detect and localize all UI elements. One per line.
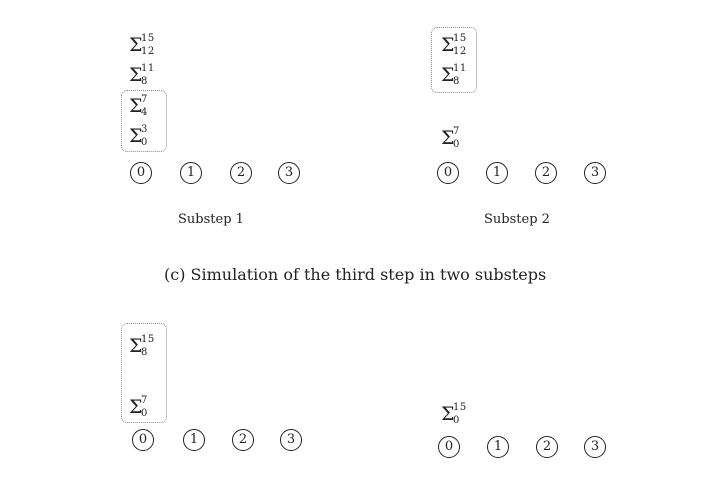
processor-node: 2 bbox=[230, 162, 252, 184]
sum-upper: 3 bbox=[141, 124, 148, 135]
processor-node: 2 bbox=[536, 436, 558, 458]
processor-node: 0 bbox=[438, 436, 460, 458]
sum-upper: 7 bbox=[141, 395, 148, 406]
group-box-sums bbox=[121, 323, 167, 423]
processor-node: 0 bbox=[132, 429, 154, 451]
sigma-symbol: Σ bbox=[441, 64, 455, 86]
processor-node: 2 bbox=[232, 429, 254, 451]
substep-label: Substep 2 bbox=[484, 212, 550, 227]
sum-upper: 15 bbox=[141, 33, 155, 44]
group-box-upper-sums bbox=[431, 27, 477, 93]
processor-node: 1 bbox=[487, 436, 509, 458]
sigma-symbol: Σ bbox=[441, 403, 455, 425]
processor-node: 1 bbox=[183, 429, 205, 451]
sum-upper: 7 bbox=[141, 94, 148, 105]
processor-node: 0 bbox=[130, 162, 152, 184]
sigma-symbol: Σ bbox=[129, 335, 143, 357]
sum-lower: 0 bbox=[141, 408, 148, 419]
sum-lower: 8 bbox=[141, 76, 148, 87]
sigma-symbol: Σ bbox=[129, 34, 143, 56]
group-box-lower-sums bbox=[121, 90, 167, 152]
sum-lower: 8 bbox=[141, 347, 148, 358]
sum-upper: 15 bbox=[453, 402, 467, 413]
sum-label: Σ 11 8 bbox=[129, 62, 154, 88]
processor-node: 3 bbox=[278, 162, 300, 184]
sigma-symbol: Σ bbox=[129, 64, 143, 86]
sum-lower: 8 bbox=[453, 76, 460, 87]
processor-node: 0 bbox=[437, 162, 459, 184]
substep-label: Substep 1 bbox=[178, 212, 244, 227]
processor-node: 3 bbox=[280, 429, 302, 451]
sigma-symbol: Σ bbox=[441, 34, 455, 56]
sigma-symbol: Σ bbox=[129, 95, 143, 117]
sum-lower: 0 bbox=[141, 137, 148, 148]
processor-node: 3 bbox=[584, 436, 606, 458]
sum-lower: 0 bbox=[453, 139, 460, 150]
processor-node: 1 bbox=[180, 162, 202, 184]
processor-node: 2 bbox=[535, 162, 557, 184]
processor-node: 1 bbox=[486, 162, 508, 184]
sum-label: Σ 3 0 bbox=[129, 123, 147, 149]
sum-upper: 7 bbox=[453, 126, 460, 137]
sigma-symbol: Σ bbox=[129, 125, 143, 147]
sigma-symbol: Σ bbox=[441, 127, 455, 149]
sum-label: Σ 15 12 bbox=[441, 32, 466, 58]
sum-label: Σ 7 0 bbox=[129, 394, 147, 420]
sum-lower: 12 bbox=[141, 46, 155, 57]
sum-label: Σ 15 8 bbox=[129, 333, 154, 359]
sum-label: Σ 15 12 bbox=[129, 32, 154, 58]
sum-upper: 15 bbox=[453, 33, 467, 44]
sum-lower: 0 bbox=[453, 415, 460, 426]
figure-caption: (c) Simulation of the third step in two … bbox=[164, 265, 547, 284]
sum-label: Σ 7 0 bbox=[441, 125, 459, 151]
sum-lower: 4 bbox=[141, 107, 148, 118]
sigma-symbol: Σ bbox=[129, 396, 143, 418]
sum-upper: 15 bbox=[141, 334, 155, 345]
sum-upper: 11 bbox=[453, 63, 467, 74]
sum-label: Σ 11 8 bbox=[441, 62, 466, 88]
sum-label: Σ 7 4 bbox=[129, 93, 147, 119]
sum-lower: 12 bbox=[453, 46, 467, 57]
sum-label: Σ 15 0 bbox=[441, 401, 466, 427]
sum-upper: 11 bbox=[141, 63, 155, 74]
processor-node: 3 bbox=[584, 162, 606, 184]
